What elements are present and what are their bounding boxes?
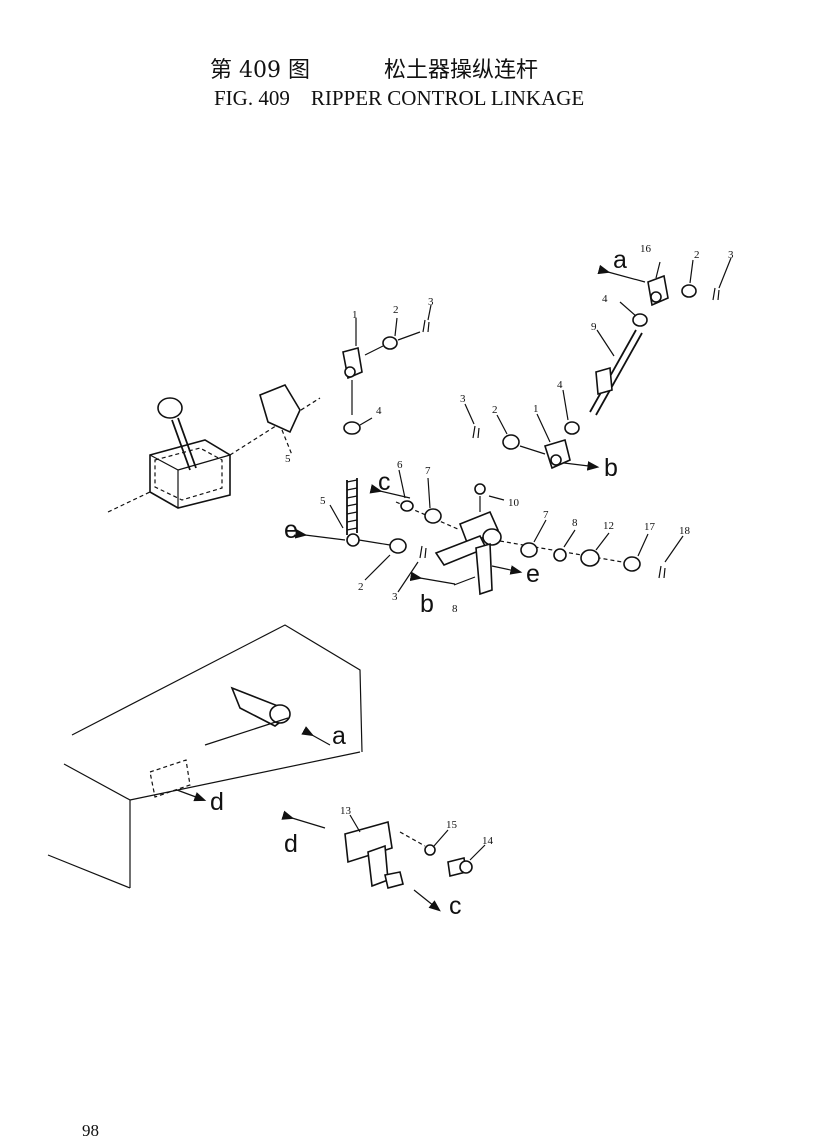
part-label-16: 16 (640, 243, 652, 255)
arrow-label-b: b (420, 590, 434, 618)
arrow-label-c: c (378, 468, 391, 496)
part-label-4: 4 (376, 405, 382, 417)
part-label-3: 3 (728, 249, 734, 261)
arrow-label-d: d (210, 788, 224, 816)
rod-assembly-upper-right (562, 257, 732, 435)
part-label-5: 5 (320, 495, 326, 507)
arrow-label-a: a (332, 722, 346, 750)
part-label-2: 2 (492, 404, 498, 416)
part-label-3: 3 (428, 296, 434, 308)
part-label-9: 9 (591, 321, 597, 333)
part-label-6: 6 (397, 459, 403, 471)
page-number: 98 (82, 1121, 99, 1140)
part-label-8: 8 (452, 603, 458, 615)
part-label-3: 3 (460, 393, 466, 405)
connection-arrows (176, 264, 646, 912)
arrow-label-b: b (604, 454, 618, 482)
part-label-2: 2 (393, 304, 399, 316)
part-label-2: 2 (694, 249, 700, 261)
part-label-7: 7 (543, 509, 549, 521)
part-label-1: 1 (533, 403, 539, 415)
arrow-label-c: c (449, 892, 462, 920)
arrow-label-d: d (284, 830, 298, 858)
frame-body (47, 624, 363, 889)
arrow-label-e: e (526, 560, 540, 588)
part-label-10: 10 (508, 497, 520, 509)
part-label-2: 2 (358, 581, 364, 593)
svg-text:5: 5 (285, 453, 291, 465)
part-label-17: 17 (644, 521, 656, 533)
part-label-4: 4 (602, 293, 608, 305)
control-lever-assembly: 5 (107, 384, 321, 513)
part-label-7: 7 (425, 465, 431, 477)
figure-number-cn: 第 409 图 (210, 58, 310, 83)
part-label-18: 18 (679, 525, 691, 537)
rod-end-group-upper (342, 304, 432, 435)
part-label-13: 13 (340, 805, 352, 817)
part-label-15: 15 (446, 819, 458, 831)
figure-title-cn: 松土器操纵连杆 (384, 58, 539, 83)
part-label-1: 1 (352, 309, 358, 321)
part-label-4: 4 (557, 379, 563, 391)
part-label-12: 12 (603, 520, 614, 532)
rod-end-group-middle (464, 403, 571, 470)
bracket-assembly (344, 814, 486, 889)
part-label-14: 14 (482, 835, 494, 847)
bellcrank-assembly (395, 469, 684, 596)
part-label-3: 3 (392, 591, 398, 603)
figure-title-en: FIG. 409 RIPPER CONTROL LINKAGE (214, 86, 585, 110)
arrow-label-e: e (284, 516, 298, 544)
spring-rod (329, 478, 427, 593)
part-label-8: 8 (572, 517, 578, 529)
arrow-label-a: a (613, 246, 627, 274)
